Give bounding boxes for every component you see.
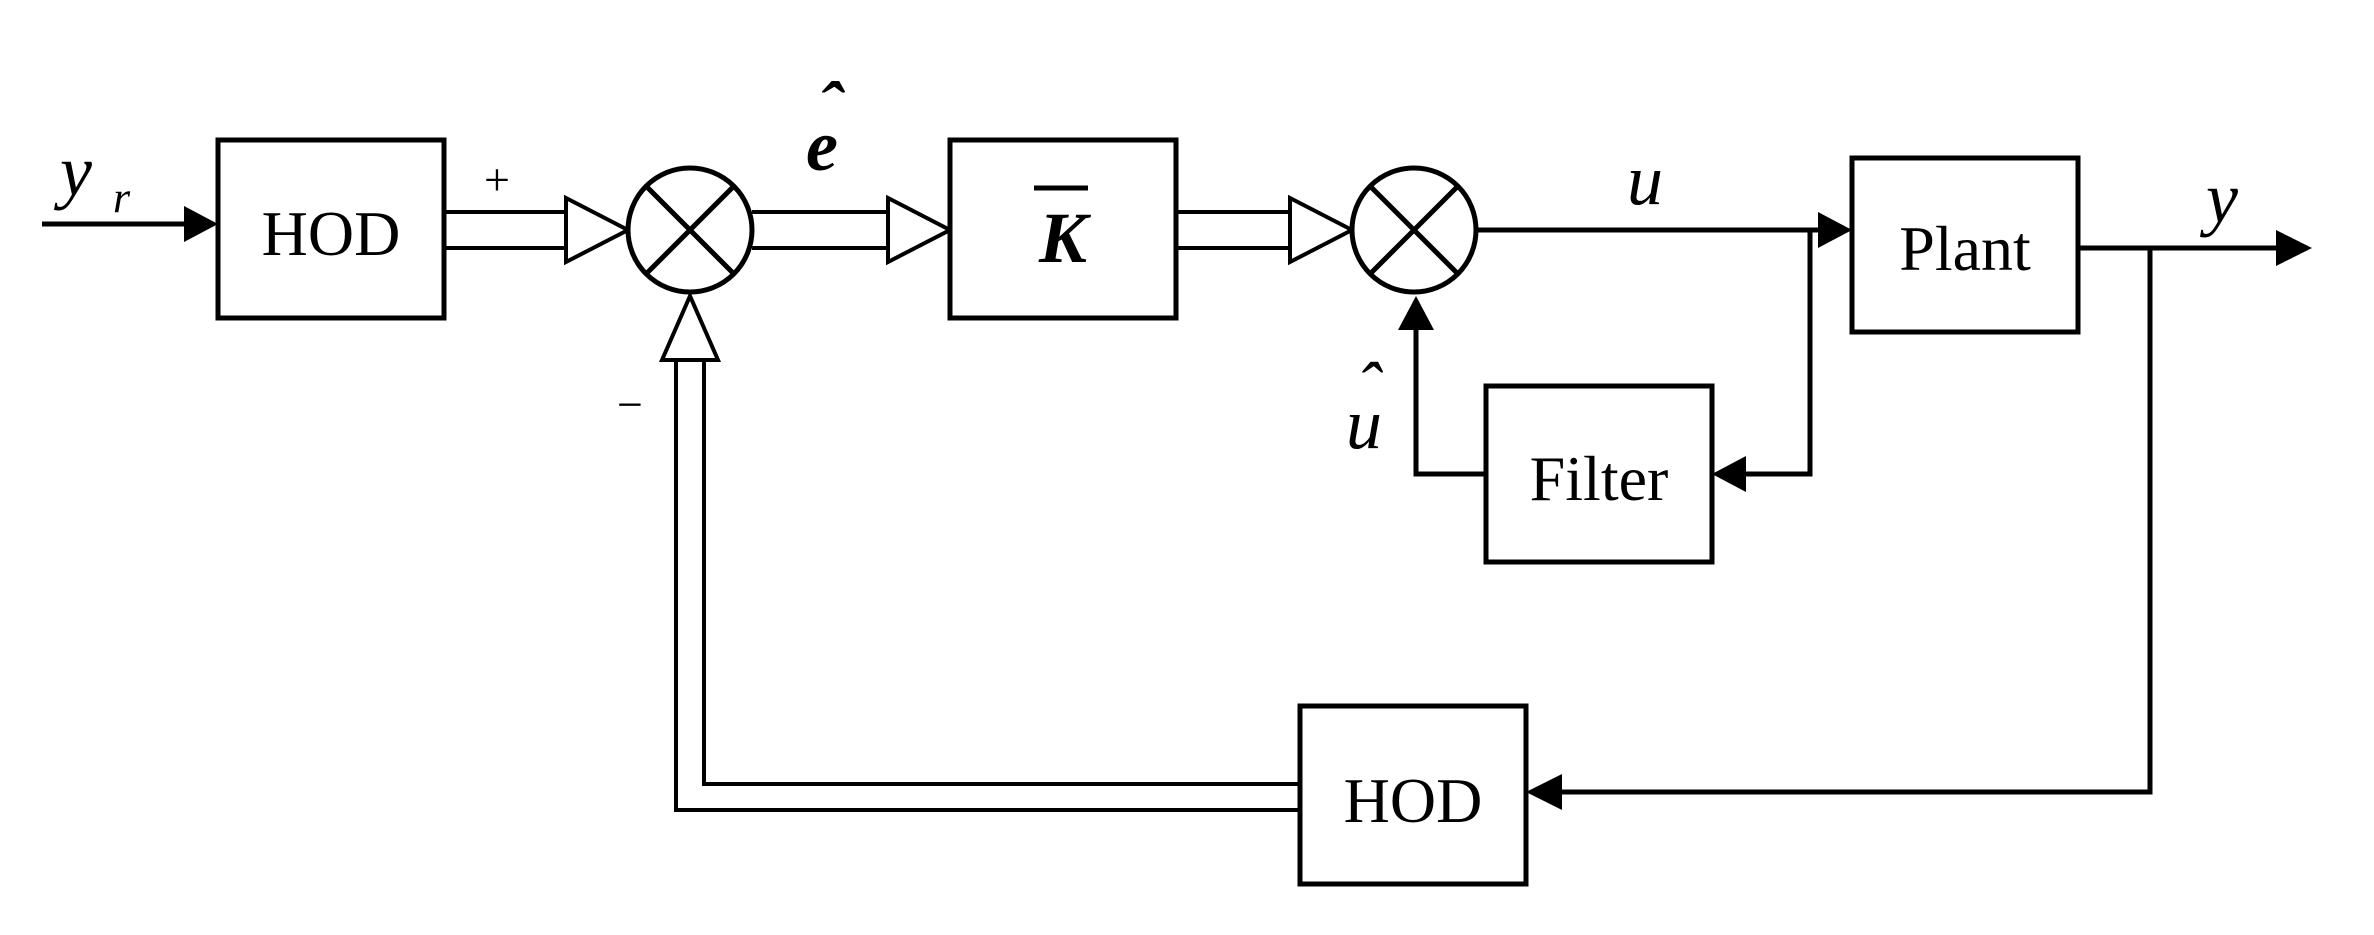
summing-junction-control: [1349, 165, 1479, 295]
control-signal-line: u: [1476, 140, 1852, 248]
vector-arrow-gain-to-sum2: [1176, 194, 1357, 266]
filtered-label: u: [1346, 384, 1382, 464]
control-label: u: [1627, 140, 1663, 220]
hod-feedback-block: HOD: [1297, 703, 1529, 887]
hod-input-block: HOD: [215, 137, 447, 321]
output-signal: y: [2078, 158, 2312, 266]
plant-block: Plant: [1849, 155, 2081, 335]
reference-input: y r: [42, 131, 218, 242]
filtered-hat: ˆ: [1356, 348, 1383, 428]
vector-arrow-feedback: [658, 291, 1300, 812]
filter-feed-line: [1712, 230, 1813, 492]
output-label: y: [2199, 158, 2238, 238]
error-label: e: [806, 106, 838, 186]
gain-block: K: [947, 137, 1179, 321]
feedback-line: [1526, 248, 2153, 810]
plus-sign: +: [484, 154, 510, 205]
plant-label: Plant: [1899, 213, 2031, 284]
filter-block: Filter: [1483, 383, 1715, 565]
filter-label: Filter: [1530, 443, 1669, 514]
hod-input-label: HOD: [262, 198, 401, 269]
reference-label: y: [53, 131, 92, 211]
filtered-signal-line: u ˆ: [1346, 296, 1486, 477]
vector-arrow-hod-to-sum1: +: [444, 154, 633, 266]
error-hat: ˆ: [818, 68, 845, 148]
minus-sign: −: [617, 379, 643, 430]
vector-arrow-error: e ˆ: [752, 68, 955, 266]
gain-label: K: [1038, 198, 1092, 278]
reference-subscript: r: [113, 173, 131, 222]
hod-feedback-label: HOD: [1344, 765, 1483, 836]
summing-junction-error: [625, 165, 755, 295]
